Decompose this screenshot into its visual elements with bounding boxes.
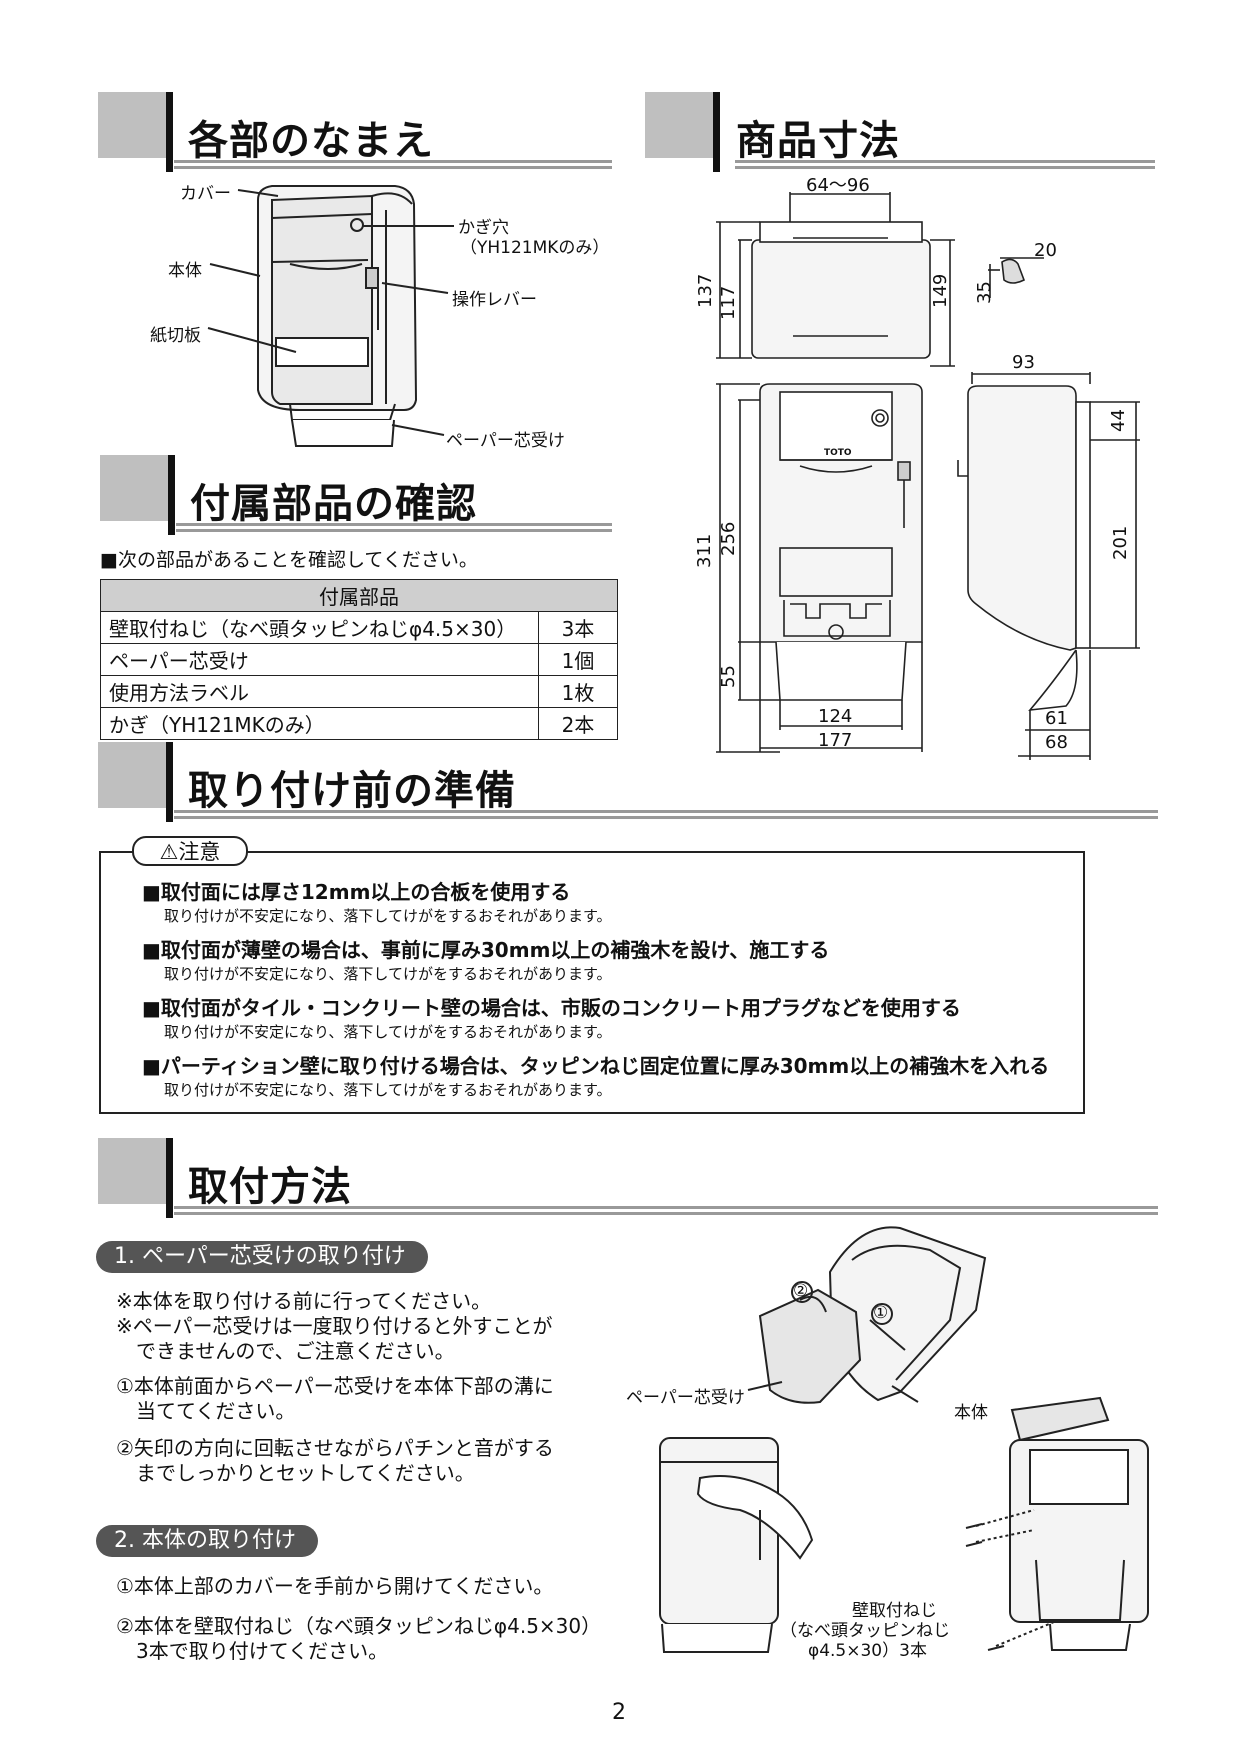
dim-61: 61 xyxy=(1045,708,1068,729)
section-marker xyxy=(98,1138,166,1204)
caution-item-head: ■パーティション壁に取り付ける場合は、タッピンねじ固定位置に厚み30mm以上の補… xyxy=(142,1054,1050,1078)
label-lever: 操作レバー xyxy=(452,290,537,310)
accessories-intro: ■次の部品があることを確認してください。 xyxy=(100,549,478,571)
dim-201: 201 xyxy=(1110,525,1131,560)
section-marker-bar xyxy=(166,92,173,172)
part-qty: 1個 xyxy=(538,643,618,676)
part-qty: 2本 xyxy=(538,707,618,740)
section-marker-bar xyxy=(166,742,173,822)
section-marker xyxy=(100,455,168,521)
fig-label-c2: ② xyxy=(793,1281,809,1301)
fig-label-body: 本体 xyxy=(954,1403,988,1423)
dim-68: 68 xyxy=(1045,732,1068,753)
caution-tag: ⚠注意 xyxy=(132,836,248,866)
section-marker xyxy=(98,742,166,808)
section-title-names: 各部のなまえ xyxy=(188,118,434,164)
step2-title: 2. 本体の取り付け xyxy=(96,1525,318,1557)
page-number: 2 xyxy=(612,1700,626,1725)
section-marker xyxy=(98,92,166,158)
caution-box xyxy=(99,851,1085,1114)
section-rule xyxy=(174,160,612,169)
dim-149: 149 xyxy=(930,273,951,308)
dim-256: 256 xyxy=(718,521,739,556)
label-cutter: 紙切板 xyxy=(150,326,201,346)
section-rule xyxy=(174,1206,1158,1215)
dim-137: 137 xyxy=(695,273,716,308)
label-receiver: ペーパー芯受け xyxy=(446,431,565,451)
part-name: 使用方法ラベル xyxy=(100,675,539,708)
section-rule xyxy=(176,523,612,532)
step1-note: ※本体を取り付ける前に行ってください。 xyxy=(116,1289,492,1313)
label-cover: カバー xyxy=(180,184,231,204)
section-marker-bar xyxy=(713,92,720,172)
caution-item-sub: 取り付けが不安定になり、落下してけがをするおそれがあります。 xyxy=(164,1081,612,1099)
section-title-accessories: 付属部品の確認 xyxy=(190,481,477,527)
section-rule xyxy=(174,810,1158,819)
caution-item-sub: 取り付けが不安定になり、落下してけがをするおそれがあります。 xyxy=(164,907,612,925)
fig-label-screw: （なべ頭タッピンねじ xyxy=(780,1621,950,1641)
caution-item-sub: 取り付けが不安定になり、落下してけがをするおそれがあります。 xyxy=(164,1023,612,1041)
step2-instruction: ①本体上部のカバーを手前から開けてください。 xyxy=(116,1574,554,1598)
fig-label-receiver: ペーパー芯受け xyxy=(626,1388,745,1408)
step1-note: できませんので、ご注意ください。 xyxy=(116,1339,455,1363)
dim-top-width: 64～96 xyxy=(806,175,870,196)
dim-20: 20 xyxy=(1034,240,1057,261)
dim-117: 117 xyxy=(718,285,739,320)
section-title-prep: 取り付け前の準備 xyxy=(188,768,516,814)
dim-35: 35 xyxy=(974,281,995,304)
dim-55: 55 xyxy=(718,665,739,688)
label-keyhole: かぎ穴 xyxy=(458,218,509,238)
caution-item-sub: 取り付けが不安定になり、落下してけがをするおそれがあります。 xyxy=(164,965,612,983)
part-name: ペーパー芯受け xyxy=(100,643,539,676)
part-qty: 3本 xyxy=(538,611,618,644)
label-body: 本体 xyxy=(168,261,202,281)
caution-item-head: ■取付面が薄壁の場合は、事前に厚み30mm以上の補強木を設け、施工する xyxy=(142,938,830,962)
fig-label-c1: ① xyxy=(873,1303,889,1323)
section-title-dimensions: 商品寸法 xyxy=(736,118,900,164)
fig-label-screw: 壁取付ねじ xyxy=(852,1601,937,1621)
dim-44: 44 xyxy=(1108,409,1129,432)
step1-instruction: までしっかりとセットしてください。 xyxy=(116,1461,475,1485)
table-header: 付属部品 xyxy=(100,579,618,612)
table-row: 壁取付ねじ（なべ頭タッピンねじφ4.5×30）3本 xyxy=(100,611,618,644)
step1-note: ※ペーパー芯受けは一度取り付けると外すことが xyxy=(116,1314,553,1338)
step1-title: 1. ペーパー芯受けの取り付け xyxy=(96,1241,428,1273)
section-marker-bar xyxy=(168,455,175,535)
label-keyhole-note: （YH121MKのみ） xyxy=(460,238,610,258)
step1-instruction: ①本体前面からペーパー芯受けを本体下部の溝に xyxy=(116,1374,554,1398)
step2-instruction: 3本で取り付けてください。 xyxy=(116,1639,389,1663)
step1-instruction: 当ててください。 xyxy=(116,1399,296,1423)
dim-93: 93 xyxy=(1012,352,1035,373)
caution-item-head: ■取付面がタイル・コンクリート壁の場合は、市販のコンクリート用プラグなどを使用す… xyxy=(142,996,961,1020)
section-title-install: 取付方法 xyxy=(188,1164,352,1210)
dim-311: 311 xyxy=(694,533,715,568)
section-marker-bar xyxy=(166,1138,173,1218)
dim-177: 177 xyxy=(818,730,853,751)
brand-logo: TOTO xyxy=(824,448,852,458)
section-rule xyxy=(735,160,1155,169)
dim-124: 124 xyxy=(818,706,853,727)
table-row: かぎ（YH121MKのみ）2本 xyxy=(100,707,618,740)
part-name: かぎ（YH121MKのみ） xyxy=(100,707,539,740)
fig-label-screw: φ4.5×30）3本 xyxy=(808,1641,927,1661)
step2-instruction: ②本体を壁取付ねじ（なべ頭タッピンねじφ4.5×30） xyxy=(116,1614,602,1638)
caution-item-head: ■取付面には厚さ12mm以上の合板を使用する xyxy=(142,880,571,904)
part-name: 壁取付ねじ（なべ頭タッピンねじφ4.5×30） xyxy=(100,611,539,644)
section-marker xyxy=(645,92,713,158)
step1-instruction: ②矢印の方向に回転させながらパチンと音がする xyxy=(116,1436,554,1460)
part-qty: 1枚 xyxy=(538,675,618,708)
